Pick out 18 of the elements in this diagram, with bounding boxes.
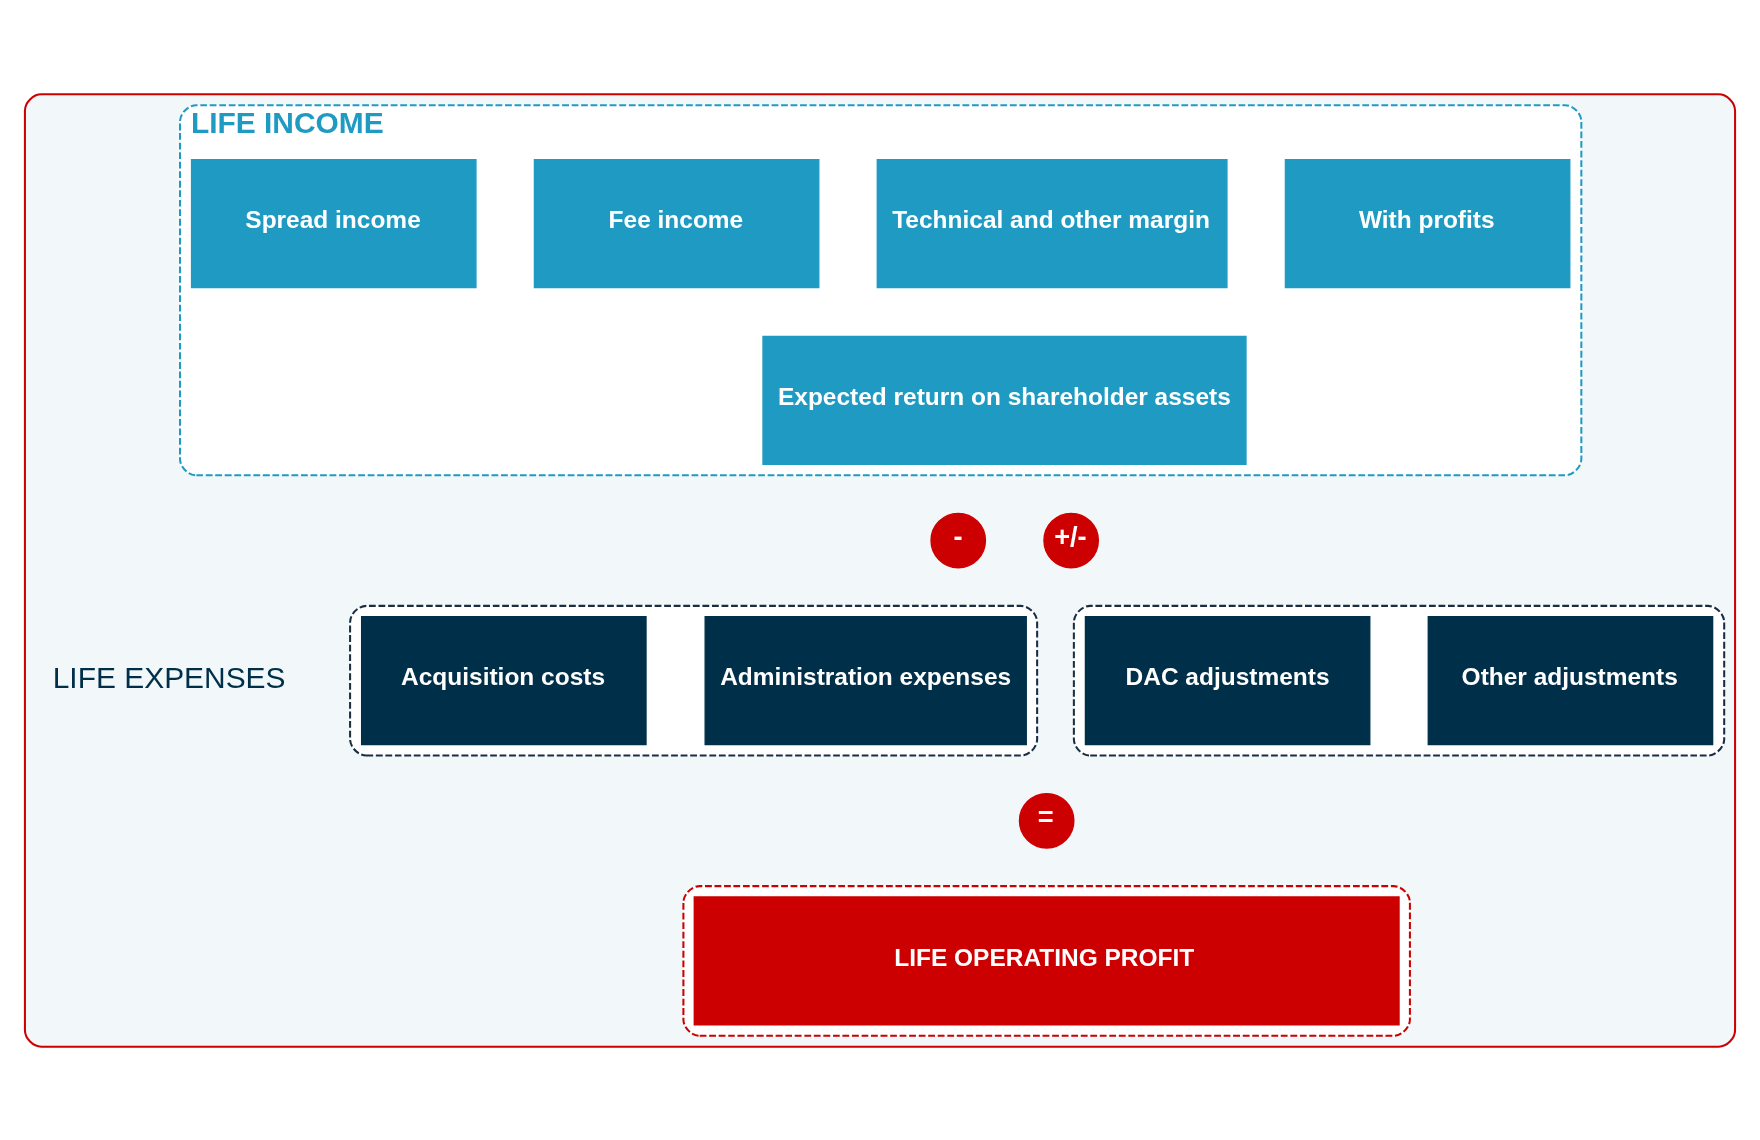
node-box: Fee income [533, 158, 820, 288]
node-box: Acquisition costs [360, 615, 647, 745]
cluster [349, 604, 1039, 757]
label: LIFE EXPENSES [52, 660, 286, 694]
node-box: Expected return on shareholder assets [762, 335, 1247, 465]
node-box: LIFE OPERATING PROFIT [693, 895, 1400, 1026]
node-box: Other adjustments [1427, 615, 1714, 745]
node-circle: = [1018, 792, 1075, 849]
node-box: Spread income [190, 158, 477, 288]
node-circle: - [930, 512, 987, 568]
node-box: DAC adjustments [1084, 615, 1371, 745]
cluster [1072, 604, 1726, 757]
cluster [23, 92, 1737, 1048]
node-box: Administration expenses [704, 615, 1027, 745]
cluster [682, 884, 1411, 1037]
node-box: With profits [1284, 158, 1571, 288]
node-box: Technical and other margin [876, 158, 1228, 288]
node-circle: +/- [1043, 512, 1100, 568]
